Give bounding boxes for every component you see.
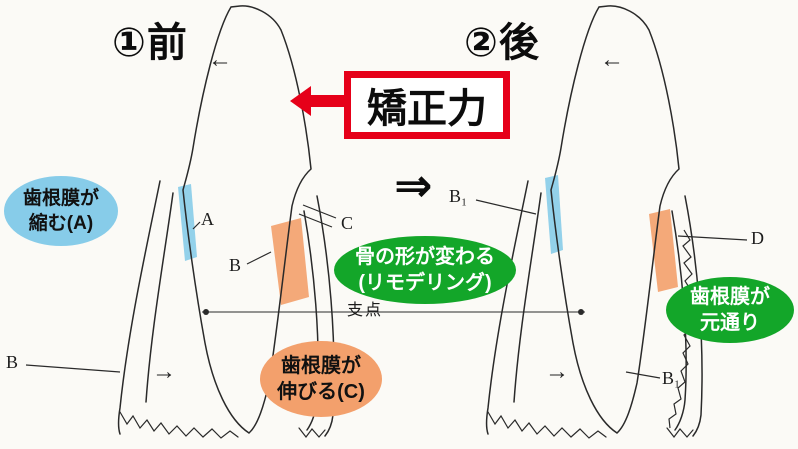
left-tooth-crown-arrow-icon: ← bbox=[208, 46, 232, 73]
left-orange-highlight-strip bbox=[271, 218, 309, 305]
fulcrum-dot-right bbox=[578, 309, 584, 315]
label-D: D bbox=[751, 228, 764, 248]
leader-line-D bbox=[677, 235, 748, 241]
leader-line-B-bottom bbox=[25, 364, 121, 373]
hatch-line-C-1 bbox=[302, 204, 337, 219]
bubble-pdl-stretch-line1: 歯根膜が bbox=[281, 354, 361, 377]
bubble-pdl-compress-line2: 縮む(A) bbox=[28, 213, 94, 234]
leader-line-B1-top bbox=[475, 199, 537, 215]
left-tooth-root-arrow-icon: → bbox=[152, 358, 176, 385]
label-B-bottom: B bbox=[6, 352, 19, 372]
leader-line-B1-bottom bbox=[625, 371, 661, 379]
label-C: C bbox=[341, 213, 354, 233]
right-tooth-root-arrow-icon: → bbox=[545, 358, 569, 385]
label-B-mid: B bbox=[229, 255, 242, 275]
right-tooth-crown-arrow-icon: ← bbox=[600, 46, 624, 73]
label-B1-top: B₁ bbox=[449, 186, 468, 206]
bubble-remodeling: 骨の形が変わる (リモデリング) bbox=[334, 236, 516, 304]
transition-arrow-icon: ⇒ bbox=[394, 159, 433, 211]
leader-lines bbox=[25, 199, 748, 379]
bubble-pdl-restored-line2: 元通り bbox=[700, 312, 760, 334]
left-blue-highlight-strip bbox=[178, 184, 197, 261]
bubble-pdl-restored: 歯根膜が 元通り bbox=[666, 277, 794, 343]
label-B1-bottom: B₁ bbox=[662, 368, 681, 388]
title-after: ②後 bbox=[464, 21, 540, 65]
bubble-pdl-restored-line1: 歯根膜が bbox=[690, 285, 770, 308]
leader-line-B-mid bbox=[246, 251, 272, 265]
bubble-pdl-compress-line1: 歯根膜が bbox=[22, 187, 99, 209]
force-label: 矯正力 bbox=[367, 87, 487, 131]
fulcrum-label: 支点 bbox=[347, 302, 384, 319]
title-before: ①前 bbox=[112, 21, 188, 65]
bubble-remodeling-line2: (リモデリング) bbox=[358, 272, 492, 294]
force-box: 矯正力 bbox=[344, 71, 510, 139]
bubble-pdl-stretch: 歯根膜が 伸びる(C) bbox=[260, 341, 382, 417]
leader-line-A bbox=[192, 221, 201, 230]
bubble-pdl-compress: 歯根膜が 縮む(A) bbox=[4, 176, 118, 246]
force-arrow-icon bbox=[290, 86, 347, 116]
label-A: A bbox=[201, 209, 214, 229]
hatch-line-C-2 bbox=[298, 213, 333, 228]
fulcrum-dot-left bbox=[203, 309, 209, 315]
bubble-remodeling-line1: 骨の形が変わる bbox=[355, 245, 495, 268]
bubble-pdl-stretch-line2: 伸びる(C) bbox=[277, 381, 365, 403]
